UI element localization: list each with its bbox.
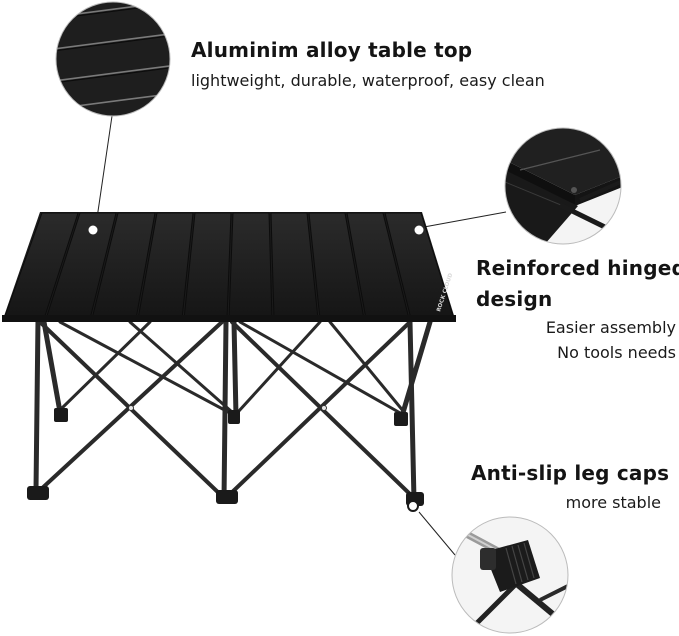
leader-line-hinge	[423, 211, 507, 228]
leg-caps	[27, 408, 424, 512]
feature-subtitle-leg-caps: more stable	[565, 493, 661, 512]
feature-detail-hinge-line1: Easier assembly	[545, 318, 676, 337]
detail-circle-table-top	[55, 1, 171, 117]
leader-line-top	[95, 115, 113, 226]
table-top: ROCK CLOUD	[2, 212, 456, 322]
slat-hole-right	[414, 225, 424, 235]
feature-title-leg-caps: Anti-slip leg caps	[471, 461, 670, 485]
slat-hole-left	[88, 225, 98, 235]
leader-line-cap	[418, 511, 456, 556]
frame-joints	[128, 405, 327, 411]
table-slats	[3, 212, 455, 320]
leader-lines	[95, 115, 507, 556]
detail-circle-leg-cap	[451, 516, 569, 634]
table-frame	[33, 317, 433, 503]
feature-subtitle-table-top: lightweight, durable, waterproof, easy c…	[191, 71, 545, 90]
feature-detail-hinge-line2: No tools needs	[557, 343, 676, 362]
feature-title-hinge-line1: Reinforced hinged	[476, 256, 679, 280]
detail-circle-hinge	[504, 127, 622, 245]
feature-title-hinge-line2: design	[476, 287, 553, 311]
feature-title-table-top: Aluminim alloy table top	[191, 38, 473, 62]
